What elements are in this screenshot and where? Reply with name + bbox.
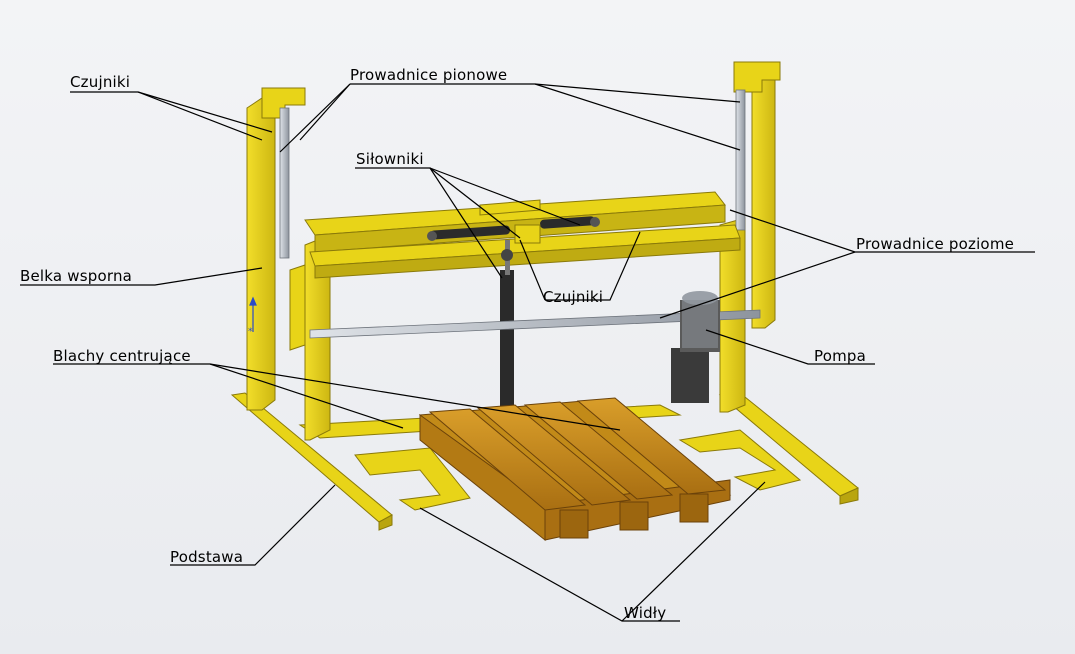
label-blachy-centrujace: Blachy centrujące (53, 347, 191, 365)
horizontal-guide-rods (309, 309, 761, 339)
label-podstawa: Podstawa (170, 548, 244, 566)
leader-lines (20, 83, 1035, 622)
pump (671, 291, 720, 403)
label-czujniki-top: Czujniki (70, 73, 131, 91)
left-vertical-guide-rod (279, 107, 290, 259)
forks (354, 429, 802, 511)
label-prowadnice-poziome: Prowadnice poziome (856, 235, 1015, 253)
axis-triad: * (248, 296, 257, 337)
svg-text:*: * (248, 327, 253, 337)
label-widly: Widły (624, 604, 667, 622)
top-beam (304, 191, 741, 279)
label-silowniki: Siłowniki (356, 150, 424, 168)
top-actuators (427, 216, 600, 244)
vertical-cylinder (500, 240, 514, 410)
right-vertical-guide-rod (735, 89, 746, 231)
left-column (246, 87, 331, 441)
label-pompa: Pompa (814, 347, 867, 365)
label-czujniki-mid: Czujniki (543, 288, 604, 306)
label-prowadnice-pionowe: Prowadnice pionowe (350, 66, 508, 84)
pallet (418, 397, 732, 542)
label-belka-wsporna: Belka wsporna (20, 267, 133, 285)
